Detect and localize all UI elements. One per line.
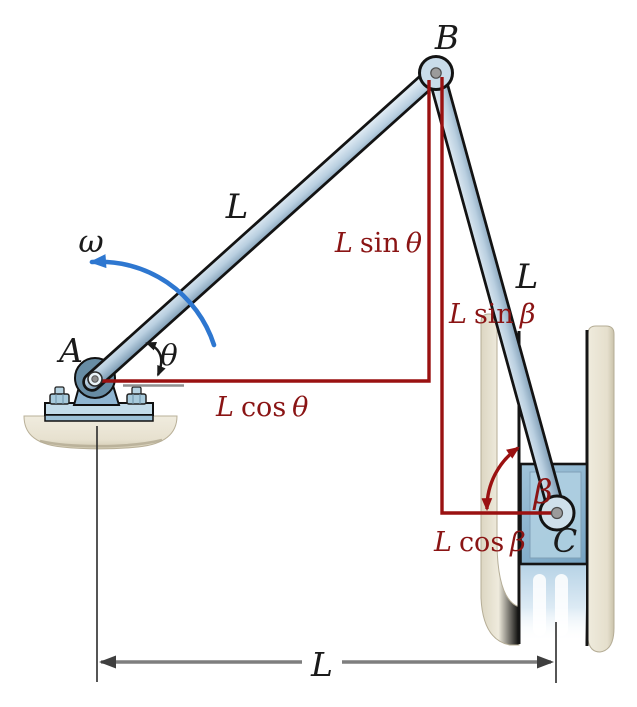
label-joint-a: A bbox=[56, 331, 83, 370]
base-plate-edge bbox=[44, 414, 154, 422]
guide-right-wall bbox=[587, 325, 615, 653]
dim-arrow-left bbox=[99, 655, 116, 669]
label-theta: θ bbox=[160, 338, 177, 372]
label-joint-b: B bbox=[434, 18, 459, 57]
omega-arrow bbox=[89, 254, 217, 348]
label-base-span: L bbox=[310, 645, 333, 684]
dim-arrow-right bbox=[537, 655, 554, 669]
link-ab bbox=[82, 63, 446, 392]
slider-guide-channel bbox=[480, 313, 615, 653]
bolt-right bbox=[126, 386, 147, 405]
label-link-bc-length: L bbox=[515, 257, 539, 297]
interior-highlight-1 bbox=[533, 574, 546, 636]
dimension-lines-red bbox=[99, 77, 556, 515]
joint-b-pin bbox=[430, 67, 442, 79]
beta-angle-arc bbox=[481, 446, 520, 512]
dim-l-cos-theta-and-l-sin-theta-line bbox=[99, 80, 431, 383]
link-bc bbox=[426, 63, 567, 523]
channel-interior bbox=[521, 565, 586, 642]
dim-l-sin-beta-and-l-cos-beta-line bbox=[440, 77, 556, 515]
bottom-dimension bbox=[96, 426, 557, 683]
base-mound-shadow bbox=[39, 438, 163, 448]
base-mound bbox=[23, 415, 178, 450]
theta-angle-arc bbox=[145, 341, 166, 377]
label-joint-c: C bbox=[553, 522, 577, 560]
interior-highlight-2 bbox=[555, 574, 568, 636]
label-omega: ω bbox=[78, 224, 103, 260]
joint-a-pin bbox=[87, 371, 103, 387]
label-link-ab-length: L bbox=[225, 187, 249, 227]
bolt-left bbox=[49, 386, 70, 405]
label-beta: β bbox=[531, 472, 552, 511]
joint-c-pin bbox=[550, 506, 564, 520]
